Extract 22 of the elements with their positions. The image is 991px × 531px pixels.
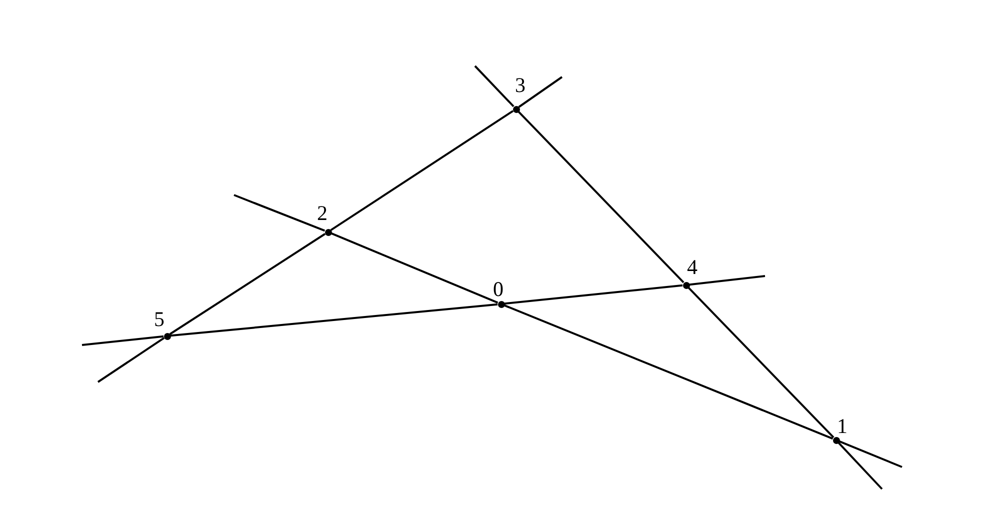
line-segment xyxy=(330,110,514,231)
line-segment xyxy=(689,275,766,286)
point-label: 2 xyxy=(317,202,328,224)
line-segment xyxy=(97,337,165,383)
point-label: 5 xyxy=(154,308,164,330)
line-segment xyxy=(518,76,563,108)
line-segment xyxy=(474,65,514,108)
line-segment xyxy=(170,303,498,337)
line-segment xyxy=(838,440,902,468)
line-segment xyxy=(518,110,684,284)
line-segment xyxy=(82,335,164,346)
line-segment xyxy=(169,233,326,335)
line-segment xyxy=(504,284,683,305)
line-segment xyxy=(504,304,834,440)
point-label: 4 xyxy=(687,256,698,278)
point-label: 3 xyxy=(515,74,526,96)
line-segment xyxy=(234,194,326,232)
point-label: 1 xyxy=(837,415,848,437)
line-segment xyxy=(330,232,498,304)
point-label: 0 xyxy=(493,278,504,300)
line-segment xyxy=(688,286,834,438)
line-segment xyxy=(838,442,883,490)
